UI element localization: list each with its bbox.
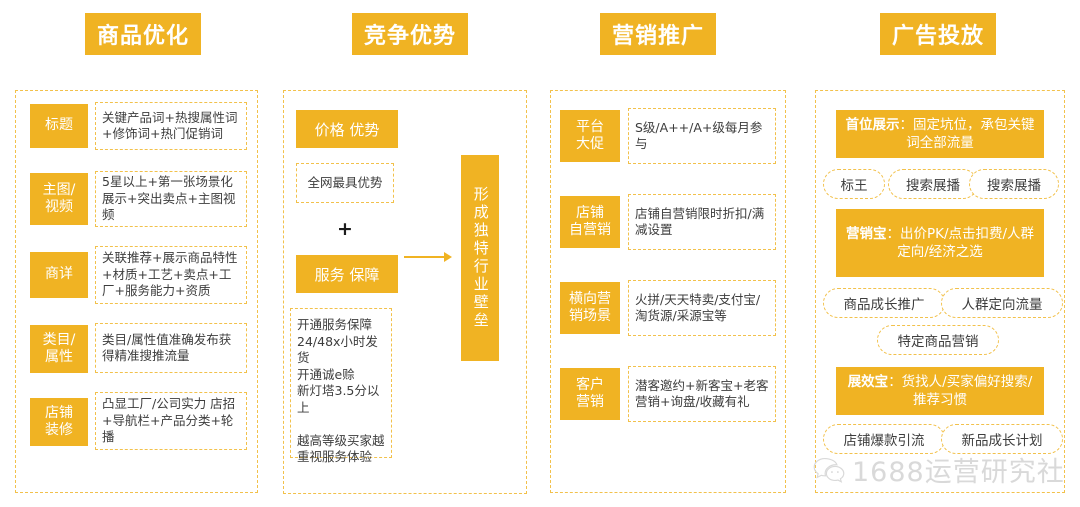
row-text-main-image-video-value: 5星以上+第一张场景化展示+突出卖点+主图视频 (102, 174, 236, 223)
row-label-platform-promotion: 平台 大促 (560, 110, 620, 162)
row-text-shop-decoration: 凸显工厂/公司实力 店招+导航栏+产品分类+轮播 (95, 392, 247, 450)
row-label-customer-marketing-text: 客户 营销 (576, 376, 604, 410)
ad-banner-display-effect-treasure: 展效宝：货找人/买家偏好搜索/推荐习惯 (836, 367, 1044, 415)
arrow-head (444, 252, 452, 262)
ad-pill-new-product-growth-plan[interactable]: 新品成长计划 (941, 424, 1063, 454)
row-label-title: 标题 (30, 104, 88, 148)
column-header-marketing-promotion: 营销推广 (600, 13, 716, 55)
row-text-platform-promotion: S级/A++/A+级每月参与 (628, 108, 776, 164)
row-text-title-value: 关键产品词+热搜属性词+修饰词+热门促销词 (102, 109, 238, 142)
row-label-category-attribute: 类目/ 属性 (30, 325, 88, 373)
row-label-horizontal-marketing-scene: 横向营 销场景 (560, 282, 620, 334)
row-text-shop-self-marketing: 店铺自营销限时折扣/满减设置 (628, 194, 776, 250)
ad-banner-display-effect-treasure-rest: ：货找人/买家偏好搜索/推荐习惯 (888, 373, 1033, 408)
row-text-category-attribute: 类目/属性值准确发布获得精准搜推流量 (95, 323, 247, 373)
column-header-competitive-advantage: 竞争优势 (352, 13, 468, 55)
row-text-customer-marketing: 潜客邀约+新客宝+老客营销+询盘/收藏有礼 (628, 366, 776, 422)
ad-banner-marketing-treasure-rest: ：出价PK/点击扣费/人群定向/经济之选 (886, 225, 1035, 260)
row-text-horizontal-marketing-scene: 火拼/天天特卖/支付宝/淘货源/采源宝等 (628, 280, 776, 336)
ad-banner-top-display-title: 首位展示 (845, 116, 900, 133)
row-label-product-detail-text: 商详 (45, 266, 73, 283)
row-text-platform-promotion-value: S级/A++/A+级每月参与 (635, 119, 763, 152)
row-label-product-detail: 商详 (30, 252, 88, 298)
watermark-text: 1688运营研究社 (852, 457, 1065, 488)
row-label-platform-promotion-text: 平台 大促 (576, 118, 604, 152)
column-header-product-optimization: 商品优化 (85, 13, 201, 55)
ad-pill-shop-hot-item-traffic[interactable]: 店铺爆款引流 (823, 424, 945, 454)
arrow-right-icon (404, 252, 452, 262)
price-advantage-note: 全网最具优势 (296, 163, 394, 203)
ad-pill-audience-targeted-traffic[interactable]: 人群定向流量 (941, 288, 1063, 318)
ad-banner-marketing-treasure: 营销宝：出价PK/点击扣费/人群定向/经济之选 (836, 209, 1044, 277)
row-text-product-detail: 关联推荐+展示商品特性+材质+工艺+卖点+工厂+服务能力+资质 (95, 246, 247, 304)
column-header-ad-placement: 广告投放 (880, 13, 996, 55)
watermark: 1688运营研究社 (812, 450, 1065, 489)
row-label-horizontal-marketing-scene-text: 横向营 销场景 (569, 290, 611, 324)
ad-banner-top-display-rest: ：固定坑位，承包关键词全部流量 (899, 116, 1035, 151)
industry-barrier-chip: 形成独特行业壁垒 (461, 155, 499, 361)
row-label-shop-decoration-text: 店铺 装修 (45, 404, 73, 438)
service-guarantee-chip: 服务 保障 (296, 255, 398, 293)
row-label-shop-decoration: 店铺 装修 (30, 398, 88, 446)
service-guarantee-note: 开通服务保障 24/48x小时发货 开通诚e赊 新灯塔3.5分以上 越高等级买家… (290, 308, 392, 464)
ad-banner-display-effect-treasure-title: 展效宝 (847, 373, 889, 390)
ad-pill-biaowang[interactable]: 标王 (823, 169, 885, 199)
ad-pill-product-growth-promotion[interactable]: 商品成长推广 (823, 288, 945, 318)
row-text-customer-marketing-value: 潜客邀约+新客宝+老客营销+询盘/收藏有礼 (635, 377, 769, 410)
row-label-main-image-video: 主图/ 视频 (30, 173, 88, 225)
row-text-title: 关键产品词+热搜属性词+修饰词+热门促销词 (95, 102, 247, 150)
price-advantage-note-text: 全网最具优势 (307, 174, 383, 190)
service-guarantee-note-text: 开通服务保障 24/48x小时发货 开通诚e赊 新灯塔3.5分以上 越高等级买家… (297, 317, 385, 464)
row-text-shop-decoration-value: 凸显工厂/公司实力 店招+导航栏+产品分类+轮播 (102, 396, 236, 445)
row-label-category-attribute-text: 类目/ 属性 (42, 331, 76, 365)
row-text-main-image-video: 5星以上+第一张场景化展示+突出卖点+主图视频 (95, 171, 247, 227)
wechat-icon (813, 457, 845, 483)
row-label-title-text: 标题 (45, 117, 73, 134)
ad-pill-specific-product-marketing[interactable]: 特定商品营销 (877, 325, 999, 355)
ad-pill-search-display-2[interactable]: 搜索展播 (969, 169, 1059, 199)
row-label-shop-self-marketing-text: 店铺 自营销 (569, 204, 611, 238)
row-text-product-detail-value: 关联推荐+展示商品特性+材质+工艺+卖点+工厂+服务能力+资质 (102, 250, 238, 299)
ad-banner-top-display: 首位展示：固定坑位，承包关键词全部流量 (836, 110, 1044, 158)
row-label-shop-self-marketing: 店铺 自营销 (560, 196, 620, 248)
arrow-shaft (404, 256, 444, 258)
row-text-horizontal-marketing-scene-value: 火拼/天天特卖/支付宝/淘货源/采源宝等 (635, 291, 761, 324)
row-label-main-image-video-text: 主图/ 视频 (42, 181, 76, 215)
ad-pill-search-display-1[interactable]: 搜索展播 (888, 169, 978, 199)
plus-sign: + (337, 218, 353, 240)
row-label-customer-marketing: 客户 营销 (560, 368, 620, 420)
row-text-category-attribute-value: 类目/属性值准确发布获得精准搜推流量 (102, 331, 232, 364)
ad-banner-marketing-treasure-title: 营销宝 (845, 225, 887, 242)
row-text-shop-self-marketing-value: 店铺自营销限时折扣/满减设置 (635, 205, 765, 238)
price-advantage-chip: 价格 优势 (296, 110, 398, 148)
